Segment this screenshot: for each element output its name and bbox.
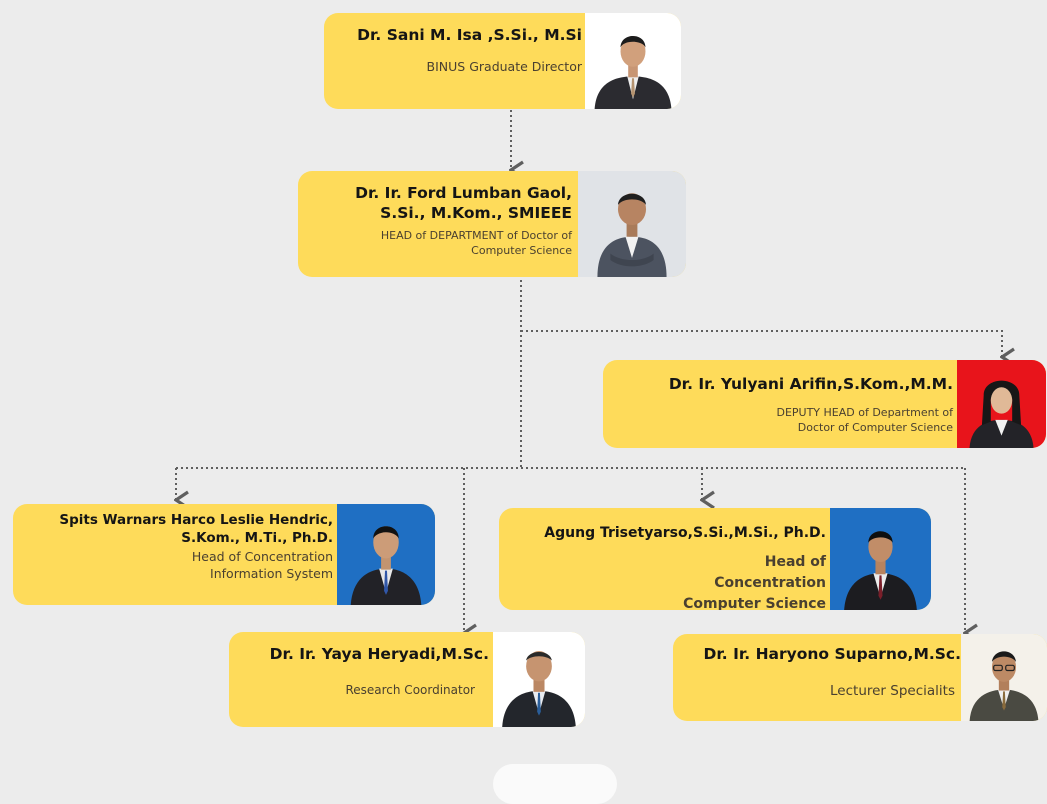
node-role: Head of Concentration Information System	[191, 548, 333, 581]
node-name: Dr. Ir. Ford Lumban Gaol, S.Si., M.Kom.,…	[355, 184, 572, 223]
node-role: DEPUTY HEAD of Department of Doctor of C…	[776, 406, 953, 434]
node-role: Head of Concentration Computer Science	[683, 554, 826, 610]
node-name: Dr. Ir. Haryono Suparno,M.Sc.	[703, 645, 962, 663]
node-director: Dr. Sani M. Isa ,S.Si., M.Si BINUS Gradu…	[324, 13, 681, 109]
node-role: Lecturer Specialits	[830, 683, 955, 700]
node-head-of-department: Dr. Ir. Ford Lumban Gaol, S.Si., M.Kom.,…	[298, 171, 686, 277]
node-head-of-concentration-cs: Agung Trisetyarso,S.Si.,M.Si., Ph.D. Hea…	[499, 508, 931, 610]
person-photo	[830, 508, 931, 610]
person-photo	[957, 360, 1046, 448]
bottom-tab	[493, 764, 617, 804]
node-role: HEAD of DEPARTMENT of Doctor of Computer…	[380, 229, 572, 258]
person-photo	[961, 634, 1047, 721]
node-name: Agung Trisetyarso,S.Si.,M.Si., Ph.D.	[544, 525, 826, 541]
node-lecturer-specialist: Dr. Ir. Haryono Suparno,M.Sc. Lecturer S…	[673, 634, 1047, 721]
person-photo	[585, 13, 681, 109]
node-role: BINUS Graduate Director	[426, 59, 582, 75]
person-photo	[337, 504, 435, 605]
node-name: Dr. Sani M. Isa ,S.Si., M.Si	[357, 26, 582, 44]
node-head-of-concentration-is: Spits Warnars Harco Leslie Hendric, S.Ko…	[13, 504, 435, 605]
person-photo	[578, 171, 686, 277]
node-role: Research Coordinator	[345, 683, 475, 698]
node-deputy-head: Dr. Ir. Yulyani Arifin,S.Kom.,M.M. DEPUT…	[603, 360, 1046, 448]
node-name: Dr. Ir. Yulyani Arifin,S.Kom.,M.M.	[668, 375, 953, 393]
person-photo	[493, 632, 585, 727]
connector-lines	[0, 110, 1047, 780]
node-name: Spits Warnars Harco Leslie Hendric, S.Ko…	[59, 512, 333, 546]
node-research-coordinator: Dr. Ir. Yaya Heryadi,M.Sc. Research Coor…	[229, 632, 585, 727]
connector-to-deputy	[521, 330, 1002, 357]
node-name: Dr. Ir. Yaya Heryadi,M.Sc.	[269, 645, 489, 663]
